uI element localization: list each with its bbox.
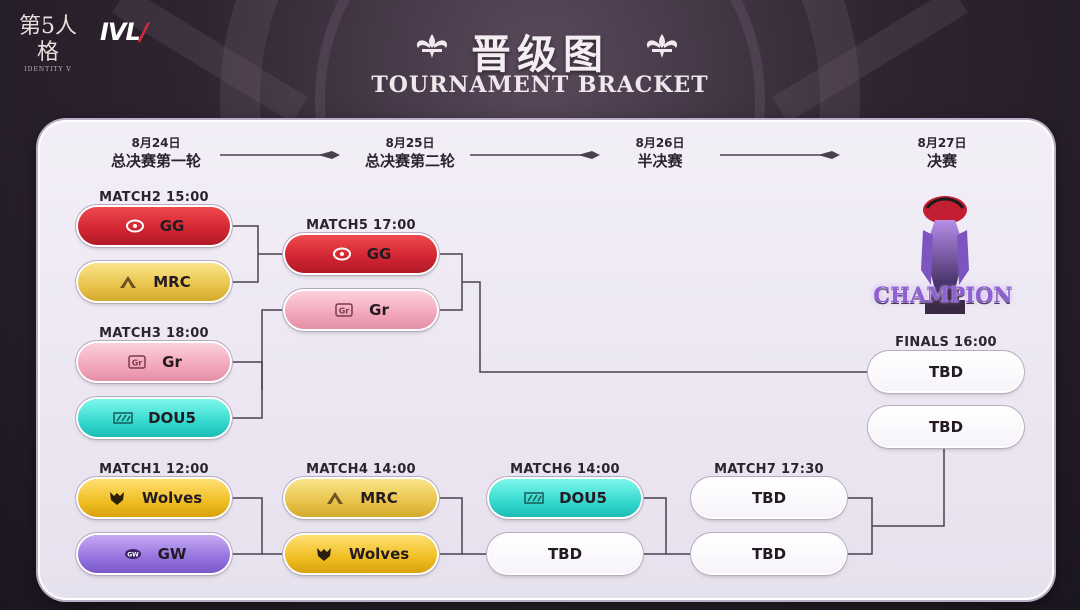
match-label-match1: MATCH1 12:00 bbox=[99, 462, 209, 477]
page-subtitle: TOURNAMENT BRACKET bbox=[371, 72, 709, 98]
wolves-logo-icon bbox=[106, 490, 128, 506]
round-name: 总决赛第二轮 bbox=[364, 152, 455, 170]
team-name: DOU5 bbox=[148, 409, 196, 427]
team-name: TBD bbox=[751, 545, 787, 563]
dou5-logo-icon bbox=[523, 490, 545, 506]
team-name: Wolves bbox=[141, 489, 203, 507]
team-name: TBD bbox=[547, 545, 583, 563]
team-slot-gw[interactable]: GW GW bbox=[78, 535, 230, 573]
team-slot-tbd[interactable]: TBD bbox=[693, 535, 845, 573]
team-name: MRC bbox=[153, 273, 191, 291]
trophy-icon bbox=[921, 196, 969, 314]
team-name: GW bbox=[157, 545, 187, 563]
round-date: 8月27日 bbox=[917, 136, 967, 150]
team-name: Wolves bbox=[348, 545, 410, 563]
round-date: 8月26日 bbox=[635, 136, 685, 150]
team-slot-wolves[interactable]: Wolves bbox=[78, 479, 230, 517]
team-slot-dou5[interactable]: DOU5 bbox=[489, 479, 641, 517]
team-name: TBD bbox=[751, 489, 787, 507]
svg-text:Gr: Gr bbox=[132, 359, 143, 368]
team-slot-tbd[interactable]: TBD bbox=[870, 353, 1022, 391]
match-label-match2: MATCH2 15:00 bbox=[99, 190, 209, 205]
team-name: GG bbox=[366, 245, 392, 263]
team-slot-gr[interactable]: Gr Gr bbox=[78, 343, 230, 381]
team-name: GG bbox=[159, 217, 185, 235]
round-name: 决赛 bbox=[926, 152, 957, 170]
svg-text:GW: GW bbox=[127, 552, 139, 559]
match-label-finals: FINALS 16:00 bbox=[895, 335, 997, 350]
gr-logo-icon: Gr bbox=[126, 354, 148, 370]
team-name: Gr bbox=[369, 301, 389, 319]
wolves-logo-icon bbox=[313, 546, 335, 562]
team-slot-mrc[interactable]: MRC bbox=[285, 479, 437, 517]
team-slot-wolves[interactable]: Wolves bbox=[285, 535, 437, 573]
team-slot-mrc[interactable]: MRC bbox=[78, 263, 230, 301]
champion-label: CHAMPION bbox=[873, 282, 1013, 307]
team-name: MRC bbox=[360, 489, 398, 507]
team-slot-gg[interactable]: GG bbox=[78, 207, 230, 245]
match-label-match6: MATCH6 14:00 bbox=[510, 462, 620, 477]
team-slot-tbd[interactable]: TBD bbox=[489, 535, 641, 573]
round-date: 8月24日 bbox=[131, 136, 181, 150]
dou5-logo-icon bbox=[112, 410, 134, 426]
team-slot-tbd[interactable]: TBD bbox=[870, 408, 1022, 446]
fleur-de-lis-icon bbox=[416, 34, 448, 58]
round-name: 半决赛 bbox=[637, 152, 683, 170]
round-name: 总决赛第一轮 bbox=[110, 152, 201, 170]
gr-logo-icon: Gr bbox=[333, 302, 355, 318]
round-header-1: 8月24日 总决赛第一轮 bbox=[86, 135, 226, 171]
match-label-match5: MATCH5 17:00 bbox=[306, 218, 416, 233]
team-name: Gr bbox=[162, 353, 182, 371]
team-slot-dou5[interactable]: DOU5 bbox=[78, 399, 230, 437]
team-name: DOU5 bbox=[559, 489, 607, 507]
gg-logo-icon bbox=[124, 218, 146, 234]
team-name: TBD bbox=[928, 418, 964, 436]
match-label-match7: MATCH7 17:30 bbox=[714, 462, 824, 477]
team-name: TBD bbox=[928, 363, 964, 381]
mrc-logo-icon bbox=[117, 274, 139, 290]
match-label-match4: MATCH4 14:00 bbox=[306, 462, 416, 477]
fleur-de-lis-icon bbox=[646, 34, 678, 58]
round-header-4: 8月27日 决赛 bbox=[872, 135, 1012, 171]
mrc-logo-icon bbox=[324, 490, 346, 506]
game-logo: 第5人格 IDENTITY V bbox=[19, 14, 77, 73]
round-header-2: 8月25日 总决赛第二轮 bbox=[340, 135, 480, 171]
league-logo: IVL/ bbox=[100, 18, 149, 46]
team-slot-tbd[interactable]: TBD bbox=[693, 479, 845, 517]
round-date: 8月25日 bbox=[385, 136, 435, 150]
svg-text:Gr: Gr bbox=[339, 307, 350, 316]
round-header-3: 8月26日 半决赛 bbox=[590, 135, 730, 171]
team-slot-gg[interactable]: GG bbox=[285, 235, 437, 273]
team-slot-gr[interactable]: Gr Gr bbox=[285, 291, 437, 329]
match-label-match3: MATCH3 18:00 bbox=[99, 326, 209, 341]
gg-logo-icon bbox=[331, 246, 353, 262]
gw-logo-icon: GW bbox=[122, 546, 144, 562]
page-title: 晋级图 bbox=[471, 31, 609, 78]
